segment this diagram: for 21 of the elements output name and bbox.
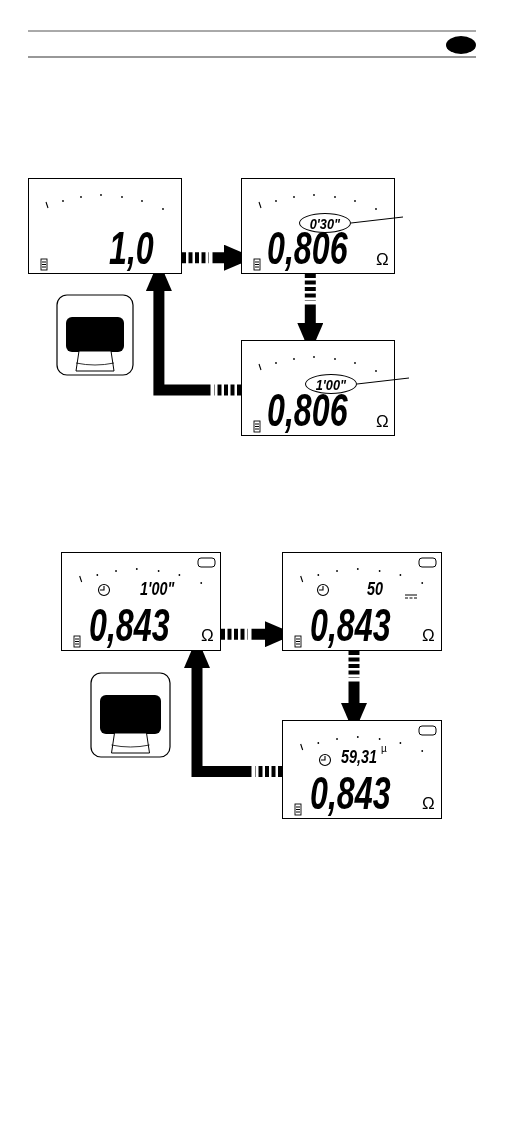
- resistance-reading: 1,0: [109, 225, 154, 271]
- unit-symbol: Ω: [376, 413, 389, 430]
- resistance-reading: 0,843: [310, 770, 391, 816]
- lcd-display: [28, 178, 182, 274]
- lcd-display: [282, 720, 442, 819]
- lcd-display: [282, 552, 442, 651]
- timer-reading: 1'00": [140, 580, 175, 598]
- leader-line: [356, 377, 410, 385]
- unit-symbol: Ω: [422, 795, 435, 812]
- leader-line: [350, 216, 404, 224]
- lcd-display: [61, 552, 221, 651]
- timer-reading: 50: [367, 580, 383, 598]
- unit-symbol: µ: [381, 744, 387, 754]
- lcd-display: [241, 178, 395, 274]
- unit-symbol: Ω: [376, 251, 389, 268]
- resistance-reading: 0,843: [310, 602, 391, 648]
- lcd-display: [241, 340, 395, 436]
- timer-reading: 59,31: [341, 748, 378, 766]
- resistance-reading: 0,843: [89, 602, 170, 648]
- unit-symbol: Ω: [201, 627, 214, 644]
- unit-symbol: Ω: [422, 627, 435, 644]
